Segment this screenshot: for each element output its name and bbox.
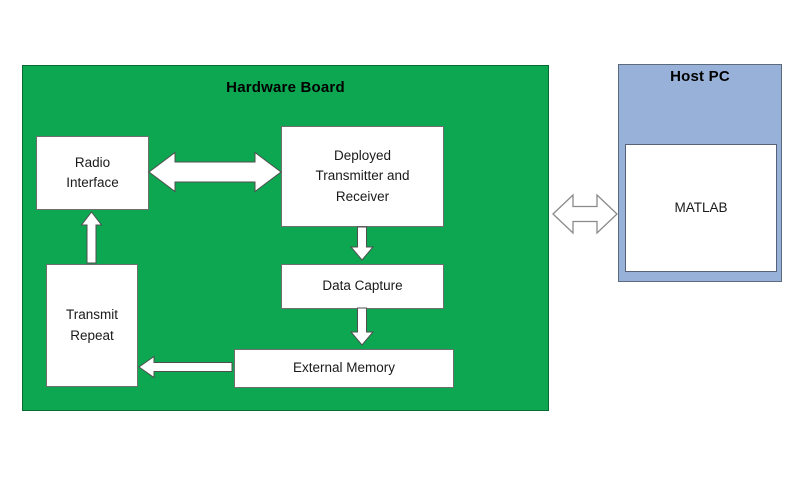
block-radio-interface-label: Radio Interface	[66, 154, 119, 190]
block-matlab: MATLAB	[625, 144, 777, 272]
block-data-capture-label: Data Capture	[322, 278, 403, 294]
block-external-memory-label: External Memory	[292, 360, 396, 376]
block-transmit-repeat: Transmit Repeat	[46, 264, 138, 387]
block-radio-interface: Radio Interface	[36, 136, 149, 210]
block-matlab-label: MATLAB	[674, 199, 728, 215]
hardware-board-region: Hardware Board Radio Interface Deployed …	[22, 65, 549, 411]
hardware-board-title: Hardware Board	[226, 79, 345, 96]
block-deployed-transmitter-receiver-label: Deployed Transmitter and Receiver	[315, 148, 410, 204]
block-data-capture: Data Capture	[281, 264, 444, 309]
block-external-memory: External Memory	[234, 349, 454, 388]
block-deployed-transmitter-receiver: Deployed Transmitter and Receiver	[281, 126, 444, 227]
block-transmit-repeat-label: Transmit Repeat	[65, 307, 118, 343]
host-pc-region: Host PC MATLAB	[618, 64, 782, 282]
host-pc-title: Host PC	[670, 68, 730, 85]
arrow-board-hostpc-bidirectional-icon	[552, 193, 618, 235]
